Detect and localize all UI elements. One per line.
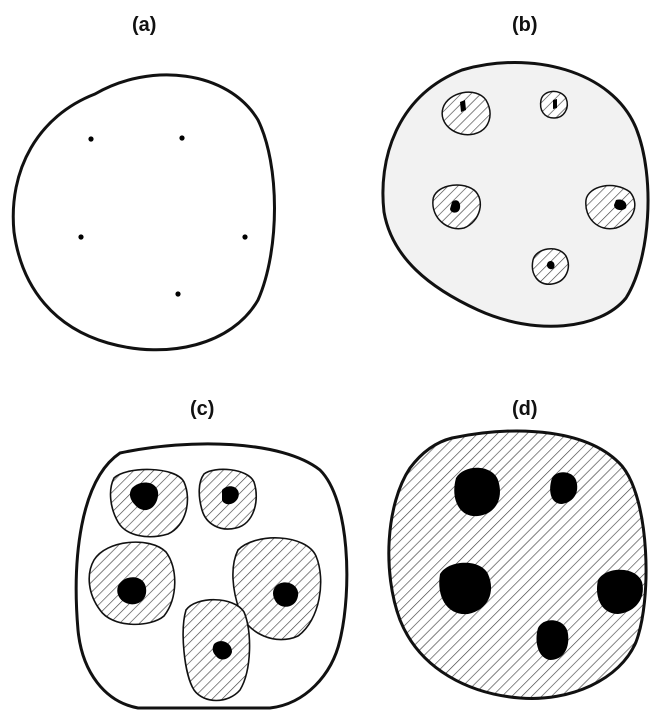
grain xyxy=(183,600,249,701)
grain xyxy=(89,542,175,624)
seed-dot xyxy=(78,234,83,239)
grain xyxy=(586,186,635,229)
seed-dot xyxy=(175,291,180,296)
panel-a-outline xyxy=(13,75,274,350)
grain xyxy=(199,469,256,529)
seed-dot xyxy=(242,234,247,239)
grain xyxy=(111,469,188,536)
grain xyxy=(442,92,490,135)
panel-d-outline xyxy=(389,431,646,698)
panel-b-diagram xyxy=(383,62,648,326)
grain xyxy=(541,91,568,118)
panel-a-diagram xyxy=(13,75,274,350)
core xyxy=(454,468,500,516)
grain xyxy=(532,249,568,284)
seed-dot xyxy=(88,136,93,141)
panel-d-diagram xyxy=(389,431,646,698)
seed-dot xyxy=(179,135,184,140)
panel-c-diagram xyxy=(76,444,347,708)
